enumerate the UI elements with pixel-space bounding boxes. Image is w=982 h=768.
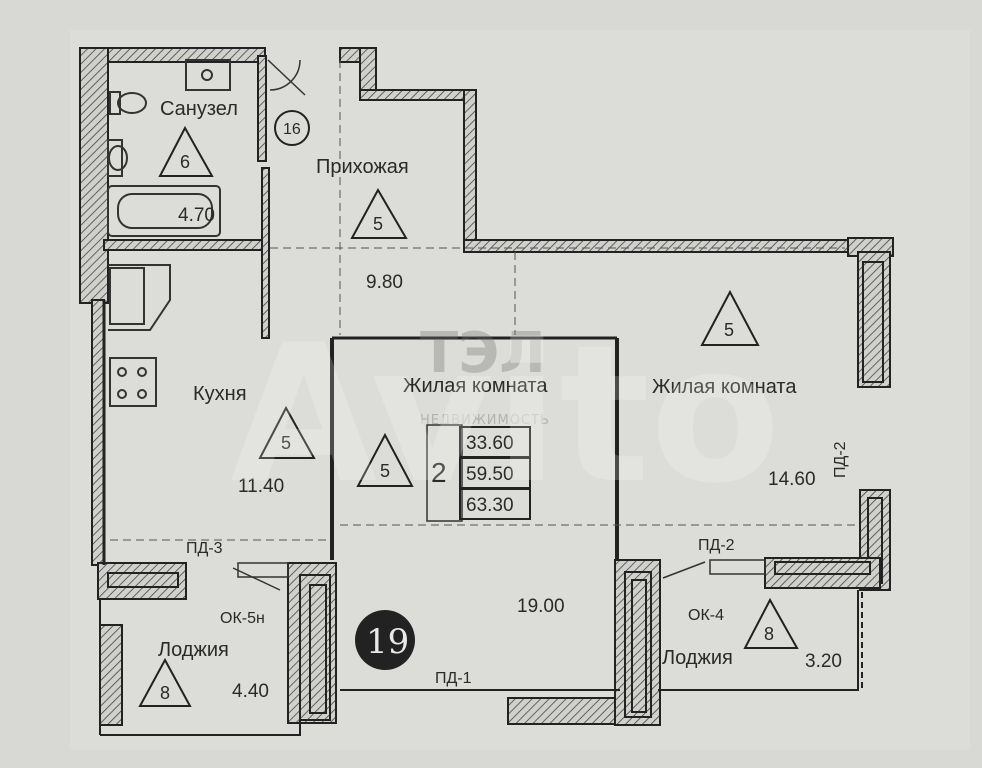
circle-marker: 16 xyxy=(274,110,310,146)
watermark-subtitle: НЕДВИЖИМОСТЬ xyxy=(420,413,550,428)
apartment-number: 19 xyxy=(366,622,409,662)
opening-pd3: ПД-3 xyxy=(186,540,223,557)
rooms-count: 2 xyxy=(431,457,447,488)
kitchen-name: Кухня xyxy=(193,383,247,405)
loggia-left-finish-marker: 8 xyxy=(138,657,192,707)
guide-lines xyxy=(110,60,860,541)
watermark-avito: Avito xyxy=(230,304,781,525)
kitchen-counter xyxy=(108,264,171,407)
hallway-finish-marker: 5 xyxy=(350,187,408,239)
washbasin-top xyxy=(185,59,231,91)
living-right-area: 14.60 xyxy=(768,469,816,490)
living-center-name: Жилая комната xyxy=(403,375,548,397)
watermark: ТЭЛ НЕДВИЖИМОСТЬ Avito xyxy=(230,304,781,525)
bathroom-name: Санузел xyxy=(160,98,238,120)
bathroom-finish-code: 6 xyxy=(180,152,190,172)
opening-pd1: ПД-1 xyxy=(435,670,472,687)
doors xyxy=(232,59,766,591)
watermark-logo: ТЭЛ xyxy=(420,321,546,386)
sink xyxy=(107,139,128,177)
living-right-name: Жилая комната xyxy=(652,376,797,398)
hallway-name: Прихожая xyxy=(316,156,409,178)
loggia-right-area: 3.20 xyxy=(805,651,842,672)
total-area: 59.50 xyxy=(466,464,514,485)
living-center-area: 19.00 xyxy=(517,596,565,617)
loggia-left-finish-code: 8 xyxy=(160,683,170,703)
bathroom-area: 4.70 xyxy=(178,205,215,226)
loggia-outline xyxy=(99,590,863,736)
hallway-finish-code: 5 xyxy=(373,214,383,234)
bathtub xyxy=(107,185,221,237)
living-center-finish-code: 5 xyxy=(380,461,390,481)
living-right-finish-code: 5 xyxy=(724,320,734,340)
kitchen-area: 11.40 xyxy=(238,476,284,497)
loggia-right-finish-marker: 8 xyxy=(743,597,799,649)
loggia-right-name: Лоджия xyxy=(662,647,733,669)
opening-ok4: ОК-4 xyxy=(688,607,724,624)
apartment-number-badge: 19 xyxy=(355,610,415,670)
bathroom-finish-marker: 6 xyxy=(158,125,214,177)
living-center-finish-marker: 5 xyxy=(356,432,414,487)
living-area-total: 33.60 xyxy=(466,433,514,454)
kitchen-finish-marker: 5 xyxy=(258,405,316,459)
opening-ok5n: ОК-5н xyxy=(220,610,265,627)
opening-pd2-bottom: ПД-2 xyxy=(698,537,735,554)
hallway-area: 9.80 xyxy=(366,272,403,293)
loggia-right-finish-code: 8 xyxy=(764,624,774,644)
opening-pd2-side: ПД-2 xyxy=(832,441,849,478)
loggia-left-name: Лоджия xyxy=(158,639,229,661)
toilet xyxy=(109,91,147,115)
kitchen-finish-code: 5 xyxy=(281,433,291,453)
living-right-finish-marker: 5 xyxy=(700,289,760,346)
total-area-with-loggia: 63.30 xyxy=(466,495,514,516)
area-summary-box: 2 33.60 59.50 63.30 xyxy=(426,424,531,522)
circle-marker-number: 16 xyxy=(283,121,301,138)
loggia-left-area: 4.40 xyxy=(232,681,269,702)
